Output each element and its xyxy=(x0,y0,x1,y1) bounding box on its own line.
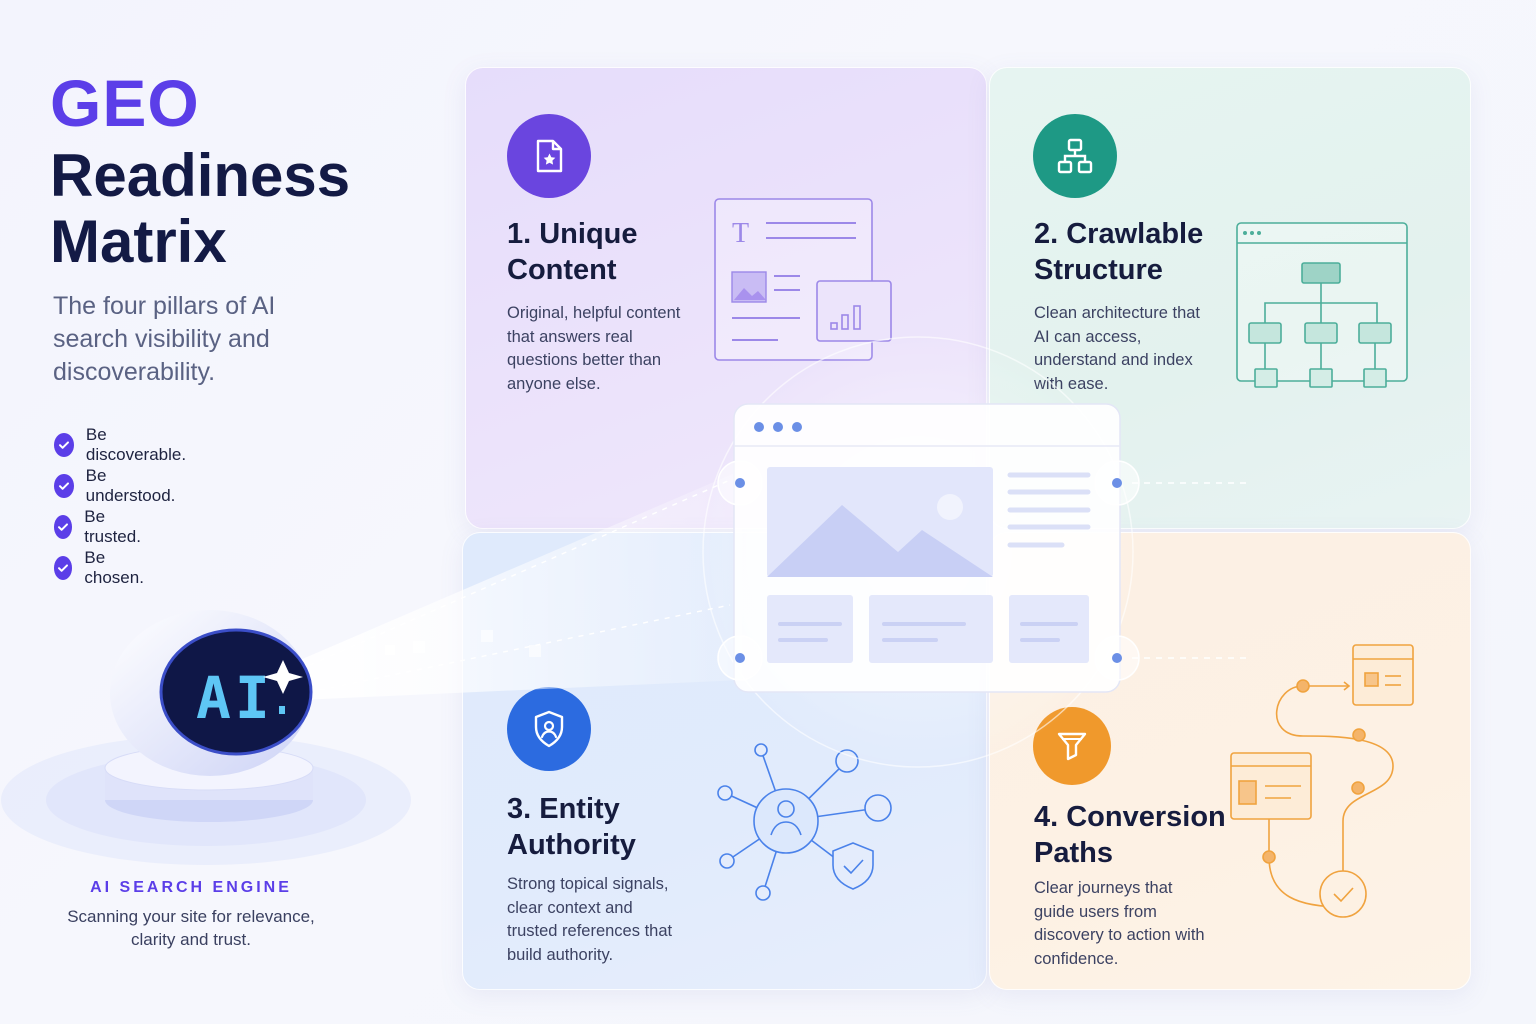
website-browser-window xyxy=(733,403,1121,693)
engine-description: Scanning your site for relevance, clarit… xyxy=(67,907,315,949)
checklist-item: Be understood. xyxy=(54,466,180,506)
scan-node xyxy=(717,635,763,681)
pillar-card-crawlable-structure: 2. Crawlable Structure Clean architectur… xyxy=(989,67,1471,529)
sitemap-browser-illustration xyxy=(1236,222,1408,388)
page-subtitle: The four pillars of AI search visibility… xyxy=(53,292,276,386)
scan-node xyxy=(1094,460,1140,506)
shield-user-icon xyxy=(507,687,591,771)
scan-node xyxy=(717,460,763,506)
svg-text:T: T xyxy=(732,218,749,249)
checklist-label: Be trusted. xyxy=(84,507,141,546)
scan-beam xyxy=(300,470,742,700)
check-icon xyxy=(54,556,73,580)
engine-label: AI SEARCH ENGINE xyxy=(90,879,292,896)
conversion-path-illustration xyxy=(1230,644,1414,918)
page-title: Readiness Matrix xyxy=(50,142,351,275)
pillar-title: 4. Conversion Paths xyxy=(1034,801,1226,869)
pillar-title: 3. Entity Authority xyxy=(507,793,636,861)
sitemap-icon xyxy=(1033,114,1117,198)
checklist-label: Be chosen. xyxy=(84,548,144,587)
title-accent: GEO xyxy=(50,66,200,140)
checklist-label: Be discoverable. xyxy=(85,425,187,464)
pillar-description: Original, helpful content that answers r… xyxy=(507,304,681,393)
check-icon xyxy=(54,515,73,539)
sparkle-icon xyxy=(263,660,303,694)
document-star-icon xyxy=(507,114,591,198)
content-document-illustration: T xyxy=(714,198,892,361)
ai-engine-robot: AI xyxy=(1,610,411,865)
check-icon xyxy=(54,433,74,457)
checklist-label: Be understood. xyxy=(85,466,176,505)
pillar-description: Clear journeys that guide users from dis… xyxy=(1034,879,1205,968)
checklist-item: Be discoverable. xyxy=(54,425,190,465)
check-icon xyxy=(54,474,74,498)
pillar-title: 1. Unique Content xyxy=(507,218,638,286)
pillar-description: Clean architecture that AI can access, u… xyxy=(1034,304,1201,393)
pillar-title: 2. Crawlable Structure xyxy=(1034,218,1204,286)
pillar-description: Strong topical signals, clear context an… xyxy=(507,875,673,964)
scan-node xyxy=(1094,635,1140,681)
checklist-item: Be trusted. xyxy=(54,507,147,547)
ai-badge-text: AI xyxy=(196,664,274,732)
checklist-item: Be chosen. xyxy=(54,548,150,588)
